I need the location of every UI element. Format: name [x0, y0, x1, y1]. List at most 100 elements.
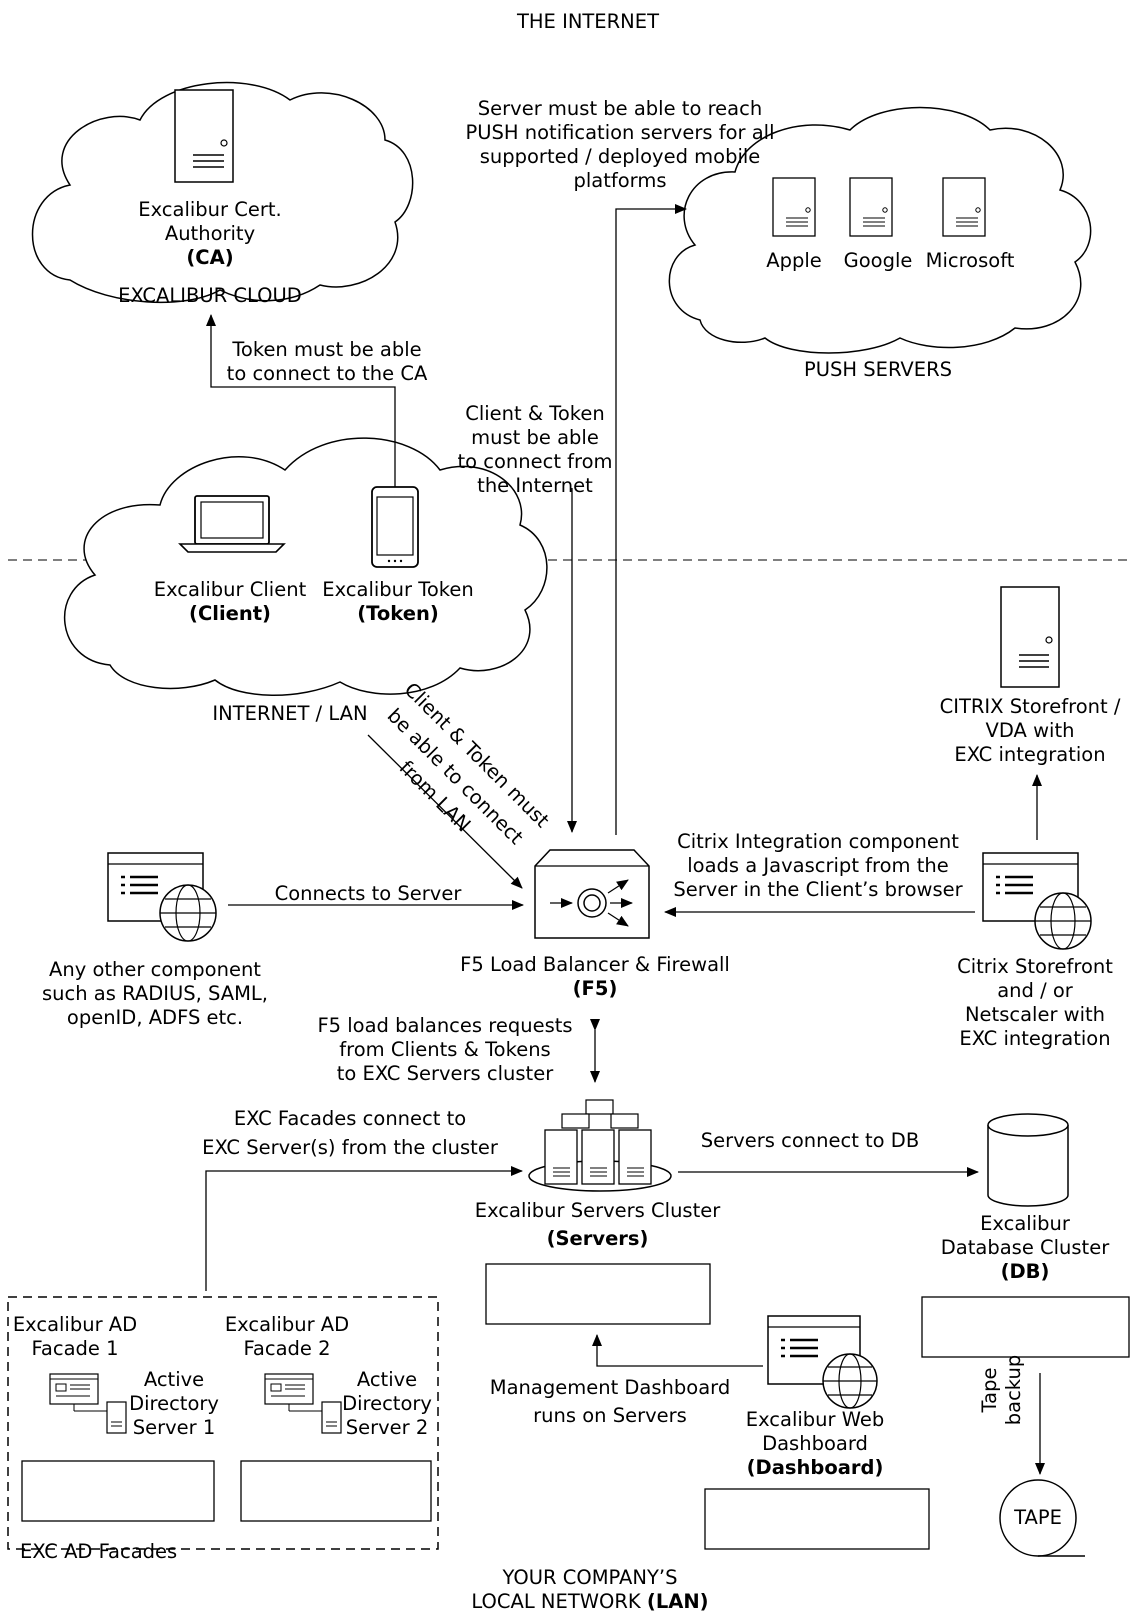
citrix-storefront-line1: Citrix Storefront — [957, 955, 1113, 978]
facade1-label: Excalibur AD Facade 1 — [10, 1313, 140, 1361]
database-line2: Database Cluster — [940, 1236, 1110, 1259]
push-note-line3: supported / deployed mobile — [479, 145, 761, 168]
f5-abbr: (F5) — [572, 977, 618, 1000]
connects-to-server-label: Connects to Server — [274, 882, 462, 905]
dashboard-icon — [767, 1315, 878, 1409]
facade-connect-note: EXC Facades connect to EXC Server(s) fro… — [200, 1104, 500, 1162]
google-label: Google — [843, 249, 913, 272]
citrix-vda-label: CITRIX Storefront / VDA with EXC integra… — [930, 695, 1130, 767]
token-to-ca-arrow — [206, 314, 396, 487]
ca-server-icon — [174, 89, 234, 183]
client-name: Excalibur Client — [153, 578, 307, 601]
citrix-note-line1: Citrix Integration component — [677, 830, 959, 853]
citrix-vda-line3: EXC integration — [954, 743, 1106, 766]
dashboard-note-line2: runs on Servers — [533, 1404, 687, 1427]
ca-label-line2: Authority — [164, 222, 256, 245]
push-note-line1: Server must be able to reach — [477, 97, 763, 120]
ad1-line3: Server 1 — [132, 1416, 216, 1439]
facade2-box — [240, 1460, 432, 1522]
citrix-vda-line1: CITRIX Storefront / — [939, 695, 1121, 718]
ad1-label: Active Directory Server 1 — [124, 1368, 224, 1440]
token-label: Excalibur Token (Token) — [318, 578, 478, 626]
servers-name: Excalibur Servers Cluster — [474, 1199, 721, 1222]
token-ca-note: Token must be able to connect to the CA — [222, 338, 432, 386]
client-internet-note-line4: the Internet — [477, 474, 593, 497]
token-ca-note-line2: to connect to the CA — [226, 362, 428, 385]
tape-backup-line2: backup — [1002, 1354, 1025, 1426]
database-line1: Excalibur — [980, 1212, 1070, 1235]
token-ca-note-line1: Token must be able — [232, 338, 422, 361]
ad2-line2: Directory — [342, 1392, 432, 1415]
citrix-vda-line2: VDA with — [985, 719, 1075, 742]
ad-server2-icon — [321, 1401, 342, 1434]
push-servers-label: PUSH SERVERS — [803, 358, 953, 381]
phone-icon — [371, 486, 419, 568]
f5-note-line3: to EXC Servers cluster — [336, 1062, 554, 1085]
dashboard-abbr: (Dashboard) — [746, 1456, 884, 1479]
microsoft-server-icon — [942, 177, 986, 237]
facades-group-label: EXC AD Facades — [20, 1540, 178, 1563]
token-name: Excalibur Token — [322, 578, 474, 601]
internet-lan-label: INTERNET / LAN — [212, 702, 368, 725]
ad2-line3: Server 2 — [345, 1416, 429, 1439]
facade2-icon — [264, 1373, 322, 1412]
servers-abbr: (Servers) — [546, 1227, 649, 1250]
tape-label: TAPE — [1014, 1506, 1062, 1529]
facade2-label: Excalibur AD Facade 2 — [222, 1313, 352, 1361]
citrix-storefront-line2: and / or — [997, 979, 1073, 1002]
ad1-line1: Active — [143, 1368, 205, 1391]
facade1-icon — [49, 1373, 107, 1412]
dashboard-note-line1: Management Dashboard — [489, 1376, 731, 1399]
ca-abbr: (CA) — [186, 246, 234, 269]
db-box — [921, 1296, 1130, 1358]
f5-load-balancer-icon — [534, 849, 650, 939]
servers-box — [485, 1263, 711, 1325]
lan-zone-line2-abbr: (LAN) — [646, 1590, 709, 1613]
other-component-icon — [107, 852, 217, 942]
lan-to-f5-arrow — [367, 734, 523, 889]
push-note-line4: platforms — [573, 169, 667, 192]
dashboard-line2: Dashboard — [762, 1432, 868, 1455]
lan-zone-line2-text: LOCAL NETWORK — [471, 1590, 647, 1613]
f5-note-line2: from Clients & Tokens — [339, 1038, 551, 1061]
apple-server-icon — [772, 177, 816, 237]
ca-label-line1: Excalibur Cert. — [138, 198, 282, 221]
ad2-line1: Active — [356, 1368, 418, 1391]
excalibur-cloud-label: EXCALIBUR CLOUD — [118, 284, 302, 307]
citrix-note-line2: loads a Javascript from the — [687, 854, 949, 877]
client-internet-note-line1: Client & Token — [465, 402, 605, 425]
other-component-label: Any other component such as RADIUS, SAML… — [40, 958, 270, 1030]
f5-label: F5 Load Balancer & Firewall (F5) — [455, 953, 735, 1001]
f5-note-line1: F5 load balances requests — [317, 1014, 573, 1037]
citrix-storefront-label: Citrix Storefront and / or Netscaler wit… — [950, 955, 1120, 1051]
facade2-line1: Excalibur AD — [224, 1313, 350, 1336]
citrix-vda-server-icon — [1000, 586, 1060, 688]
facade-connect-note-line1: EXC Facades connect to — [233, 1107, 467, 1130]
laptop-icon — [178, 495, 286, 553]
dashboard-note: Management Dashboard runs on Servers — [485, 1374, 735, 1430]
facades-to-servers-arrow — [205, 1166, 523, 1291]
servers-label: Excalibur Servers Cluster (Servers) — [470, 1197, 725, 1253]
f5-note: F5 load balances requests from Clients &… — [315, 1014, 575, 1086]
ca-label: Excalibur Cert. Authority (CA) — [100, 198, 320, 270]
other-component-line1: Any other component — [49, 958, 261, 981]
push-note: Server must be able to reach PUSH notifi… — [445, 97, 795, 193]
facade2-line2: Facade 2 — [243, 1337, 331, 1360]
facade1-box — [21, 1460, 215, 1522]
ad-server1-icon — [106, 1401, 127, 1434]
citrix-storefront-line3: Netscaler with — [964, 1003, 1106, 1026]
facade1-line2: Facade 1 — [31, 1337, 119, 1360]
dashboard-to-servers-arrow — [592, 1334, 763, 1367]
tape-backup-line1: Tape — [978, 1367, 1001, 1413]
f5-to-push-arrow — [615, 204, 687, 835]
apple-label: Apple — [766, 249, 822, 272]
dashboard-label: Excalibur Web Dashboard (Dashboard) — [735, 1408, 895, 1480]
excalibur-cloud-shape — [31, 81, 414, 304]
ad2-label: Active Directory Server 2 — [337, 1368, 437, 1440]
lan-zone-line1: YOUR COMPANY’S — [502, 1566, 678, 1589]
f5-name: F5 Load Balancer & Firewall — [460, 953, 730, 976]
client-internet-note-line2: must be able — [471, 426, 599, 449]
microsoft-label: Microsoft — [925, 249, 1015, 272]
facades-group-border — [7, 1296, 439, 1550]
